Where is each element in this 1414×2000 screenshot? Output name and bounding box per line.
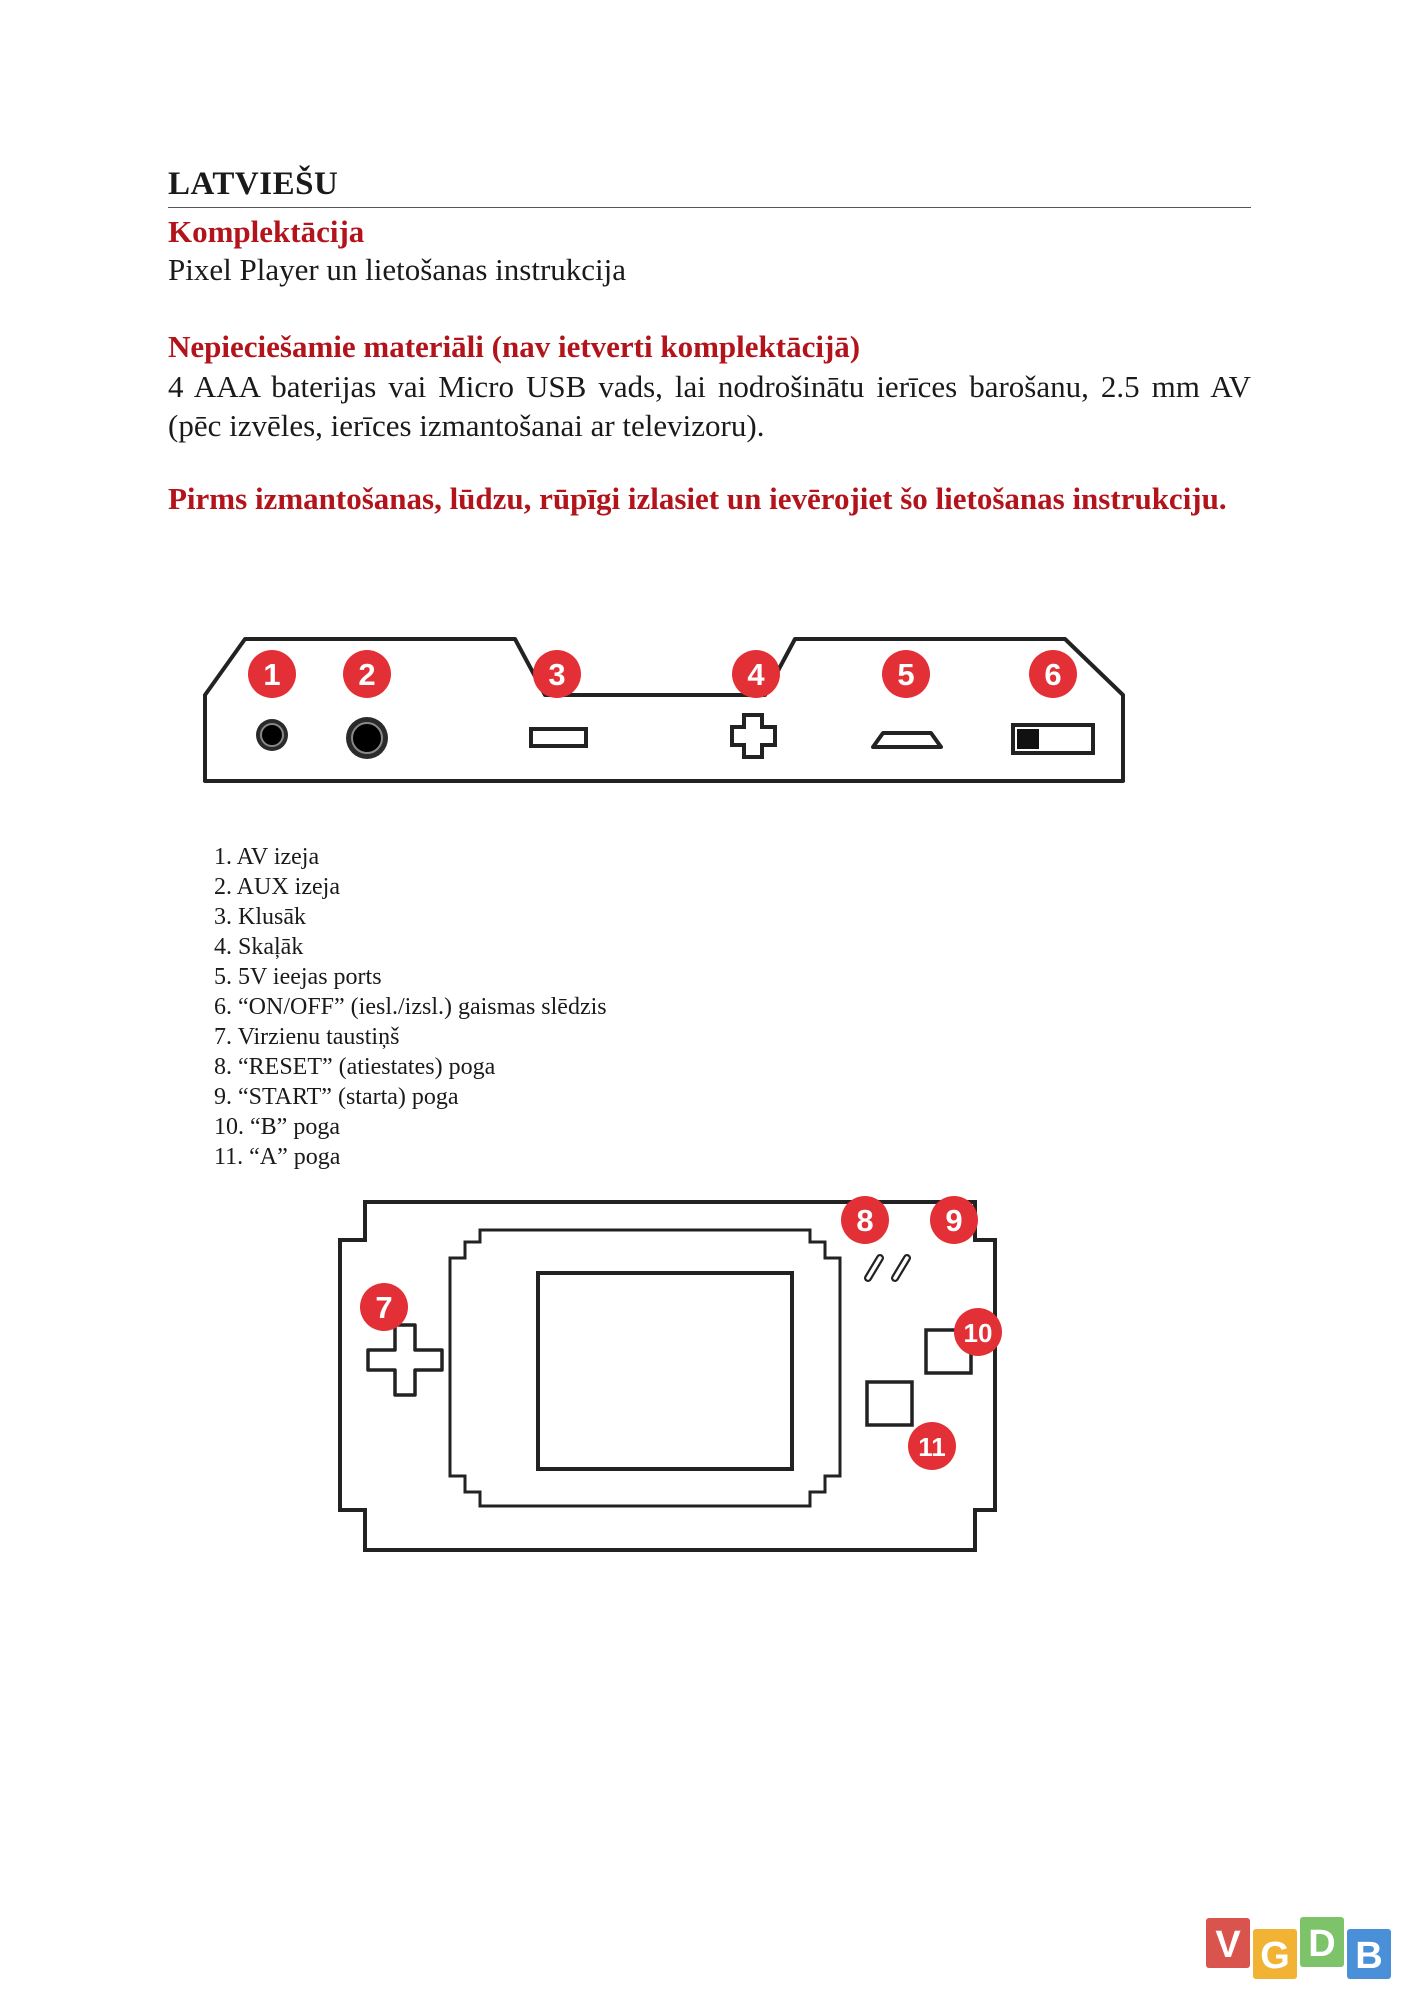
svg-text:11: 11 [918, 1432, 946, 1462]
volume-down-button-icon [529, 727, 588, 748]
b-button-icon [924, 1328, 973, 1375]
micro-usb-port-icon [871, 731, 943, 749]
marker-7: 7 [360, 1283, 408, 1331]
svg-text:9: 9 [945, 1203, 962, 1238]
marker-10: 10 [954, 1308, 1002, 1356]
av-jack-icon [256, 719, 288, 751]
start-button-icon [891, 1254, 911, 1282]
svg-text:4: 4 [747, 657, 765, 692]
marker-9: 9 [930, 1196, 978, 1244]
svg-text:5: 5 [897, 657, 914, 692]
aux-jack-icon [346, 717, 388, 759]
logo-tile-d: D [1300, 1917, 1344, 1967]
marker-4: 4 [732, 650, 780, 698]
logo-tile-g: G [1253, 1929, 1297, 1979]
console-side-outline [203, 637, 1125, 783]
marker-11: 11 [908, 1422, 956, 1470]
marker-3: 3 [533, 650, 581, 698]
marker-2: 2 [343, 650, 391, 698]
svg-text:G: G [1260, 1935, 1290, 1977]
svg-text:8: 8 [856, 1203, 873, 1238]
volume-up-button-icon [730, 713, 777, 759]
required-materials-text: 4 AAA baterijas vai Micro USB vads, lai … [168, 369, 1251, 443]
list-item: 7. Virzienu taustiņš [214, 1024, 400, 1050]
list-item: 1. AV izeja [214, 844, 320, 870]
display-screen [536, 1271, 794, 1471]
required-materials-title: Nepieciešamie materiāli (nav ietverti ko… [168, 329, 861, 364]
light-switch-icon [1011, 723, 1095, 755]
marker-1: 1 [248, 650, 296, 698]
svg-text:2: 2 [358, 657, 375, 692]
parts-list: 1. AV izeja 2. AUX izeja 3. Klusāk 4. Sk… [214, 842, 607, 1172]
logo-tile-b: B [1347, 1929, 1391, 1979]
svg-text:10: 10 [964, 1318, 993, 1348]
marker-5: 5 [882, 650, 930, 698]
svg-text:6: 6 [1044, 657, 1061, 692]
svg-text:7: 7 [375, 1290, 392, 1325]
svg-text:D: D [1308, 1923, 1335, 1965]
list-item: 2. AUX izeja [214, 874, 340, 900]
svg-text:3: 3 [548, 657, 565, 692]
list-item: 9. “START” (starta) poga [214, 1084, 459, 1110]
front-view-diagram: 7 8 9 10 11 [338, 1196, 1002, 1552]
dpad-icon [366, 1323, 444, 1397]
marker-6: 6 [1029, 650, 1077, 698]
package-contents-title: Komplektācija [168, 214, 365, 249]
package-contents-text: Pixel Player un lietošanas instrukcija [168, 252, 627, 287]
svg-text:1: 1 [263, 657, 280, 692]
svg-text:V: V [1215, 1924, 1241, 1966]
list-item: 4. Skaļāk [214, 934, 304, 960]
a-button-icon [865, 1380, 914, 1427]
reset-button-icon [864, 1254, 884, 1282]
list-item: 5. 5V ieejas ports [214, 964, 382, 990]
list-item: 10. “B” poga [214, 1114, 340, 1140]
svg-text:B: B [1355, 1935, 1382, 1977]
list-item: 11. “A” poga [214, 1144, 341, 1170]
list-item: 8. “RESET” (atiestates) poga [214, 1054, 496, 1080]
side-view-diagram: 1 2 3 4 5 6 [203, 637, 1125, 783]
logo-tile-v: V [1206, 1918, 1250, 1968]
list-item: 3. Klusāk [214, 904, 306, 930]
heading-divider [168, 207, 1251, 208]
list-item: 6. “ON/OFF” (iesl./izsl.) gaismas slēdzi… [214, 994, 607, 1020]
language-heading: LATVIEŠU [168, 166, 339, 202]
marker-8: 8 [841, 1196, 889, 1244]
usage-warning: Pirms izmantošanas, lūdzu, rūpīgi izlasi… [168, 481, 1227, 516]
vgdb-logo: V G D B [1206, 1917, 1391, 1979]
